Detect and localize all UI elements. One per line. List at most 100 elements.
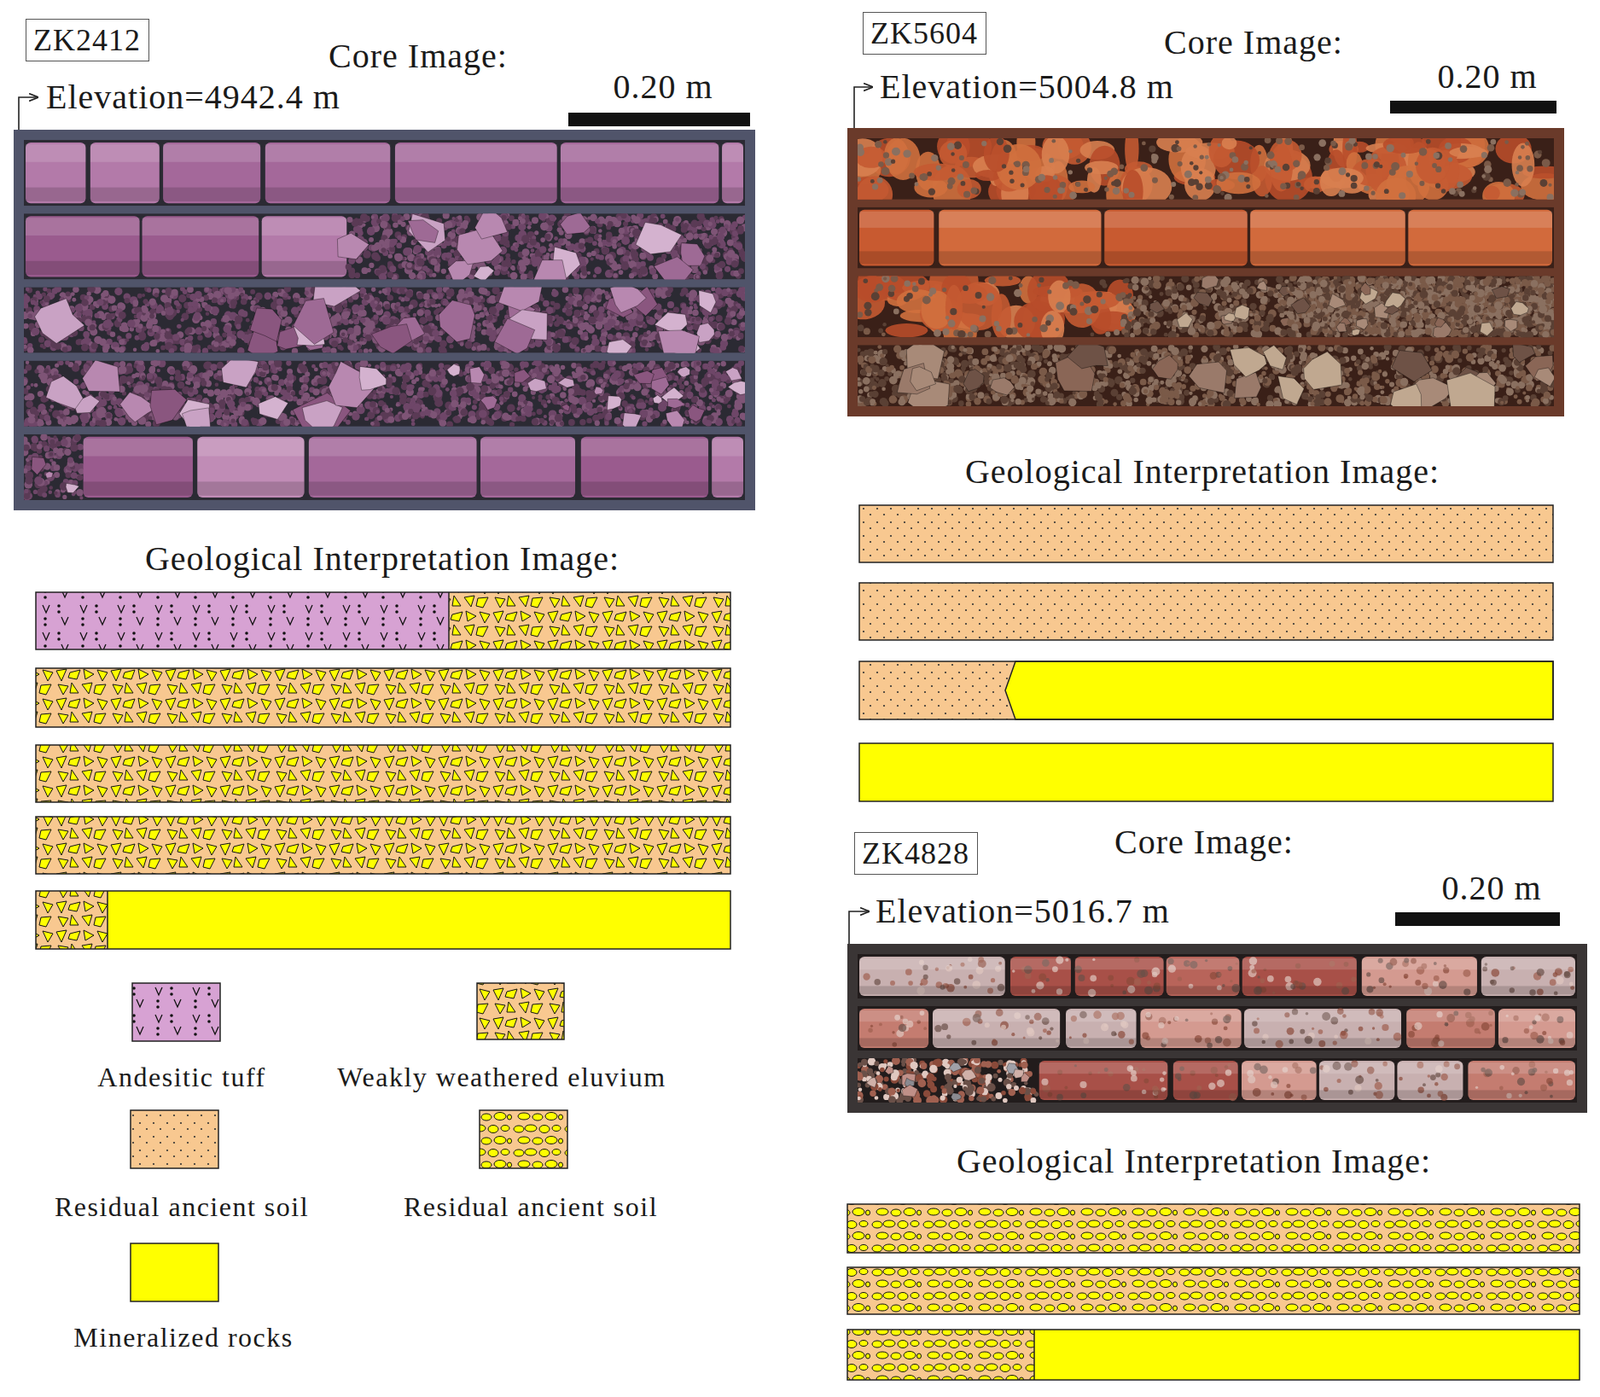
core-art bbox=[13, 129, 756, 511]
core-art bbox=[511, 259, 516, 264]
core-art bbox=[689, 301, 694, 306]
core-art bbox=[137, 293, 143, 299]
core-art bbox=[107, 295, 116, 303]
core-art bbox=[366, 267, 372, 273]
core-art bbox=[359, 337, 367, 345]
core-art bbox=[381, 247, 387, 253]
core-art bbox=[621, 213, 629, 221]
core-art bbox=[633, 215, 641, 224]
core-art bbox=[715, 251, 722, 258]
core-art bbox=[142, 215, 260, 277]
core-art bbox=[368, 237, 374, 243]
core-art bbox=[347, 216, 354, 223]
core-art bbox=[601, 239, 606, 245]
core-art bbox=[276, 298, 284, 306]
core-art bbox=[710, 227, 718, 235]
core-art bbox=[724, 224, 729, 229]
core-art bbox=[736, 216, 745, 225]
core-art bbox=[578, 242, 586, 250]
core-art bbox=[441, 268, 447, 274]
core-art bbox=[703, 269, 708, 274]
core-art bbox=[371, 244, 378, 251]
core-art bbox=[25, 144, 86, 163]
core-art bbox=[105, 313, 113, 320]
core-art bbox=[472, 342, 478, 347]
core-art bbox=[527, 272, 535, 280]
core-art bbox=[526, 244, 531, 249]
core-art bbox=[207, 344, 212, 350]
core-art bbox=[594, 345, 602, 353]
core-art bbox=[623, 261, 628, 265]
core-art bbox=[708, 234, 714, 240]
core-art bbox=[690, 220, 699, 228]
core-art bbox=[439, 347, 448, 354]
core-art bbox=[25, 142, 86, 204]
core-art bbox=[180, 318, 185, 322]
core-art bbox=[471, 346, 476, 351]
core-art bbox=[161, 310, 167, 316]
core-art bbox=[418, 316, 427, 325]
core-art bbox=[102, 346, 109, 353]
core-art bbox=[261, 261, 348, 275]
core-art bbox=[265, 142, 390, 204]
core-art bbox=[445, 274, 451, 280]
core-art bbox=[395, 142, 558, 204]
core-art bbox=[549, 215, 556, 222]
core-art bbox=[514, 234, 522, 242]
core-art bbox=[450, 249, 455, 254]
core-art bbox=[388, 253, 393, 258]
core-art bbox=[245, 318, 251, 323]
core-art bbox=[592, 240, 598, 246]
core-art bbox=[702, 232, 707, 238]
core-art bbox=[646, 342, 652, 348]
core-art bbox=[715, 287, 722, 295]
core-art bbox=[368, 262, 374, 268]
core-art bbox=[514, 247, 519, 252]
core-art bbox=[534, 260, 567, 280]
core-art bbox=[23, 213, 745, 280]
core-art bbox=[371, 215, 375, 220]
core-art bbox=[90, 142, 160, 204]
core-art bbox=[649, 267, 657, 275]
core-art bbox=[721, 142, 744, 204]
core-art bbox=[605, 269, 614, 279]
core-art bbox=[732, 289, 738, 295]
core-art bbox=[624, 256, 629, 262]
core-art bbox=[221, 347, 227, 352]
core-art bbox=[710, 286, 716, 291]
core-art bbox=[726, 308, 730, 313]
core-art bbox=[407, 220, 439, 244]
core-art bbox=[428, 256, 437, 265]
core-art bbox=[558, 230, 565, 236]
core-art bbox=[23, 139, 745, 206]
core-art bbox=[331, 340, 338, 348]
core-art bbox=[54, 343, 62, 350]
core-art bbox=[436, 286, 443, 293]
core-art bbox=[738, 267, 745, 274]
core-art bbox=[522, 248, 530, 256]
core-art bbox=[519, 240, 524, 245]
core-art bbox=[506, 243, 511, 248]
core-art bbox=[692, 309, 699, 317]
core-art bbox=[718, 261, 727, 269]
core-art bbox=[402, 247, 412, 256]
core-art bbox=[473, 266, 495, 280]
core-art bbox=[492, 326, 496, 331]
core-art bbox=[587, 271, 591, 275]
core-art bbox=[609, 257, 615, 263]
core-art bbox=[680, 226, 688, 233]
core-art bbox=[339, 329, 348, 338]
core-art bbox=[527, 221, 532, 226]
core-art bbox=[708, 221, 713, 227]
core-art bbox=[715, 314, 723, 322]
core-art bbox=[565, 240, 571, 246]
core-art bbox=[486, 347, 490, 351]
core-art bbox=[416, 258, 425, 267]
core-art bbox=[397, 306, 405, 314]
core-art bbox=[630, 250, 639, 259]
core-art bbox=[620, 213, 627, 219]
core-art bbox=[715, 272, 724, 280]
core-art bbox=[687, 309, 693, 315]
core-art bbox=[26, 310, 35, 320]
core-art bbox=[408, 304, 414, 310]
